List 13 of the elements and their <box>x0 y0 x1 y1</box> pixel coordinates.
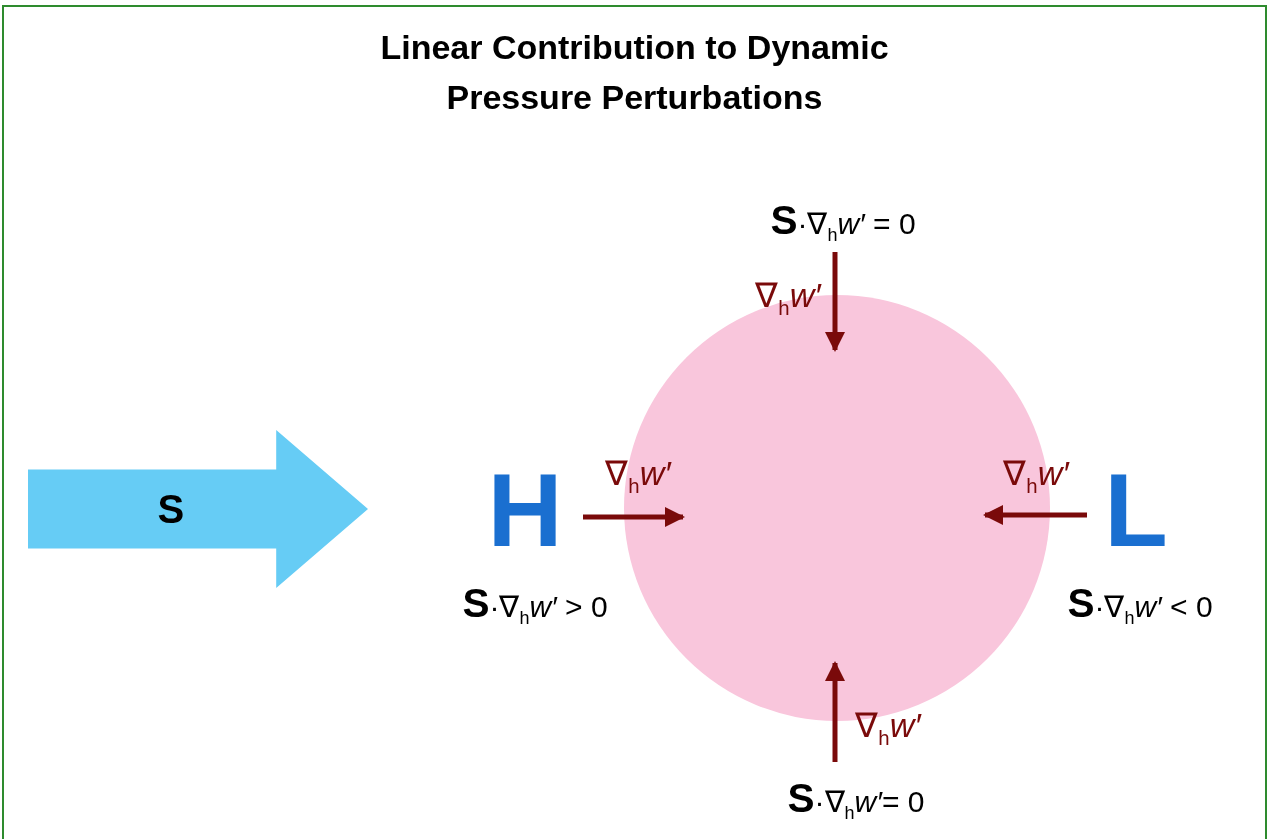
title: Linear Contribution to Dynamic Pressure Perturbations <box>379 27 890 118</box>
equation: S·∇$_{h}$w′ > 0 <box>462 583 608 627</box>
gradient-label: ∇$_{h}$w′ <box>855 707 921 749</box>
low-pressure-label: L <box>1104 458 1168 562</box>
gradient-label: ∇$_{h}$w′ <box>755 277 821 319</box>
gradient-label: ∇$_{h}$w′ <box>605 455 671 497</box>
high-pressure-label: H <box>487 458 563 562</box>
gradient-label: ∇$_{h}$w′ <box>1003 455 1069 497</box>
equation: S·∇$_{h}$w′= 0 <box>787 778 925 822</box>
equation: S·∇$_{h}$w′ < 0 <box>1067 583 1213 627</box>
equation: S·∇$_{h}$w′ = 0 <box>770 200 916 244</box>
vector-label: S <box>157 489 185 529</box>
shear-arrow <box>28 430 368 588</box>
